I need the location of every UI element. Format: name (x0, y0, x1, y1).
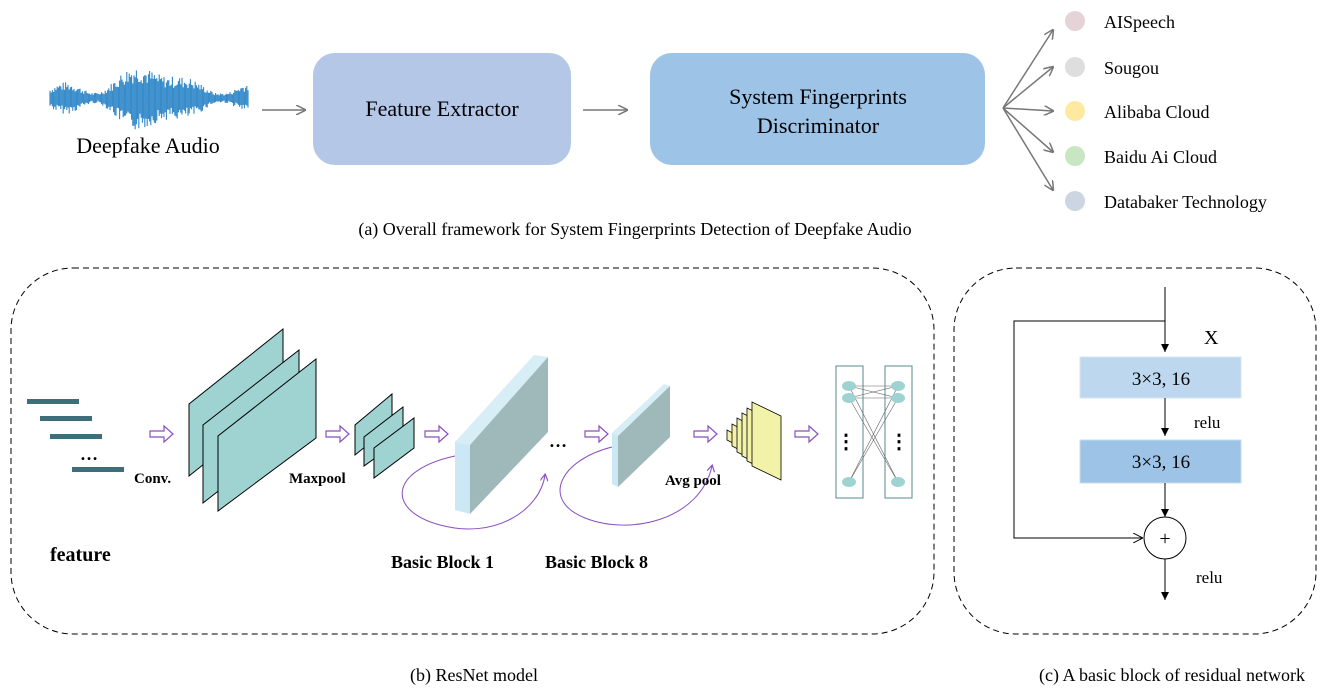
conv-layer-2 (1079, 439, 1242, 484)
caption-a: (a) Overall framework for System Fingerp… (358, 219, 911, 240)
skip-arc-block-1 (401, 455, 545, 530)
x-label: X (1204, 327, 1219, 349)
skip-connection (1013, 320, 1165, 538)
block-1-label: Basic Block 1 (391, 552, 494, 572)
waveform-icon (49, 70, 249, 130)
basic-block-1-icon (455, 355, 548, 514)
flow-arrows (149, 424, 819, 444)
feature-label: feature (50, 544, 111, 566)
relu-2-label: relu (1196, 568, 1223, 587)
output-list: AISpeech Sougou Alibaba Cloud Baidu Ai C… (1065, 11, 1267, 212)
output-dot-databaker (1065, 191, 1085, 211)
output-arrows (1002, 30, 1053, 190)
panel-a: Deepfake Audio Feature Extractor System … (49, 11, 1267, 240)
maxpool-label: Maxpool (289, 471, 346, 487)
discriminator-label-line2: Discriminator (757, 113, 880, 138)
output-dot-aispeech (1065, 11, 1085, 31)
conv-feature-maps (188, 327, 317, 512)
conv-layer-1-label: 3×3, 16 (1132, 369, 1190, 390)
output-label-alibaba: Alibaba Cloud (1104, 102, 1210, 122)
panel-b: … feature Conv. Maxpool (10, 267, 935, 686)
discriminator-label-line1: System Fingerprints (729, 84, 907, 109)
fc-dots-right: ⋮ (889, 431, 909, 453)
feature-bars-icon (27, 399, 124, 472)
add-symbol: + (1159, 528, 1170, 550)
panel-c: X 3×3, 16 relu 3×3, 16 + relu (c) A basi… (953, 267, 1317, 686)
output-label-sougou: Sougou (1104, 58, 1159, 78)
feature-ellipsis: … (80, 444, 98, 464)
output-label-databaker: Databaker Technology (1104, 192, 1267, 212)
discriminator-box (650, 53, 985, 165)
skip-arc-block-8 (559, 446, 712, 526)
basic-block-8-icon (612, 384, 670, 487)
output-dot-sougou (1065, 57, 1085, 77)
feature-extractor-box (313, 53, 571, 165)
fc-dots-left: ⋮ (836, 431, 856, 453)
conv-label: Conv. (134, 471, 171, 487)
avgpool-label: Avg pool (665, 473, 721, 489)
maxpool-feature-maps (354, 392, 415, 479)
output-label-baidu: Baidu Ai Cloud (1104, 147, 1217, 167)
conv-layer-1 (1079, 356, 1242, 399)
relu-1-label: relu (1194, 413, 1221, 432)
avgpool-maps-icon (726, 401, 782, 481)
feature-extractor-label: Feature Extractor (365, 96, 519, 121)
output-label-aispeech: AISpeech (1104, 12, 1175, 32)
fully-connected-icon (835, 365, 913, 499)
caption-c: (c) A basic block of residual network (1039, 665, 1305, 686)
block-8-label: Basic Block 8 (545, 552, 648, 572)
panel-b-border (10, 267, 935, 635)
output-dot-baidu (1065, 146, 1085, 166)
conv-layer-2-label: 3×3, 16 (1132, 452, 1190, 473)
output-dot-alibaba (1065, 101, 1085, 121)
block-ellipsis: … (549, 431, 567, 451)
caption-b: (b) ResNet model (410, 665, 538, 686)
panel-c-border (953, 267, 1317, 635)
audio-label: Deepfake Audio (76, 133, 220, 158)
